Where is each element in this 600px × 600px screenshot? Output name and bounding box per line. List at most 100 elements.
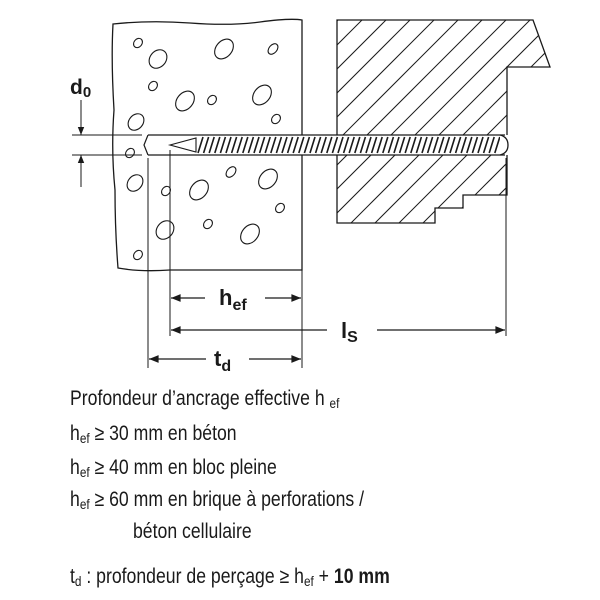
hatch-line [357,20,550,223]
thread-line [326,136,333,154]
thread-line [202,136,210,154]
thread-line [286,136,294,154]
thread-line [454,136,462,154]
pore [126,174,144,192]
thread-line [404,136,411,154]
thread-line [275,136,283,154]
thread-line [247,136,255,154]
thread-line [342,136,350,154]
thread-line [471,136,479,154]
thread-line [208,136,215,154]
thread-line [264,136,271,154]
hatch-line [453,20,550,223]
thread-line [421,136,428,154]
thread-line [359,136,367,154]
pore [240,223,260,245]
pore [225,166,237,178]
thread-line [320,136,327,154]
thread-line [398,136,406,154]
thread-line [236,136,243,154]
dimension-d0 [72,100,142,187]
hatch-line [549,20,550,223]
thread-line [303,136,311,154]
thread-line [354,136,361,154]
thread-line [225,136,232,154]
anchoring-diagram: d0 hef lS td [70,18,551,375]
hatch-line [337,20,541,223]
thread-line [314,136,322,154]
screw [143,134,509,156]
hatch-line [429,20,550,223]
thread-line [219,136,227,154]
thread-line [494,136,501,154]
hatch-line [405,20,550,223]
thread-line [466,136,473,154]
thread-line [309,136,316,154]
pore [155,220,175,240]
thread-line [270,136,277,154]
thread-line [376,136,383,154]
notes-title: Profondeur d’ancrage effective h ef [70,387,340,411]
thread-line [482,136,490,154]
thread-line [214,136,221,154]
thread-line [488,136,495,154]
extension-lines [147,150,507,368]
thread-line [477,136,484,154]
thread-line [415,136,423,154]
td-label: td [214,346,231,375]
thread-line [298,136,305,154]
thread-line [348,136,355,154]
note-continuation: béton cellulaire [133,520,252,543]
pore [271,113,281,125]
hatch-line [501,20,550,223]
note-row-bloc: hef ≥ 40 mm en bloc pleine [70,456,277,480]
pore [148,80,158,92]
pore [258,168,278,190]
thread-line [337,136,344,154]
ls-label: lS [341,318,358,346]
pore [203,218,213,230]
thread-line [410,136,417,154]
thread-line [292,136,299,154]
note-row-brique: hef ≥ 60 mm en brique à perforations / [70,488,365,512]
pore [275,202,285,214]
thread-line [438,136,445,154]
pore [252,84,272,106]
hatch-line [525,20,550,223]
pore [133,249,143,261]
thread-line [449,136,456,154]
hatch-line [381,20,550,223]
pore [161,185,171,197]
hatch-line [337,20,445,223]
thread-line [253,136,260,154]
hatch-line [337,20,397,223]
pore [214,38,234,60]
pore [175,90,195,112]
thread-line [426,136,434,154]
thread-line [382,136,389,154]
pore [189,179,209,201]
d0-label: d0 [70,76,91,101]
pore [267,43,279,55]
thread-line [460,136,467,154]
pore [127,113,145,131]
thread-line [370,136,378,154]
hatch-line [337,20,550,223]
thread-line [365,136,372,154]
hatch-line [337,20,517,223]
thread-line [432,136,439,154]
thread-line [281,136,288,154]
pore [207,94,217,106]
thread-line [443,136,451,154]
pore [125,147,135,159]
hatch-line [337,20,421,223]
thread-line [242,136,249,154]
note-drill-depth: td : profondeur de perçage ≥ hef + 10 mm [70,565,390,589]
thread-line [331,136,339,154]
thread-line [387,136,395,154]
hatch-line [337,20,469,223]
pore [133,37,143,49]
hef-label: hef [219,285,247,314]
thread-line [258,136,266,154]
thread-line [230,136,238,154]
